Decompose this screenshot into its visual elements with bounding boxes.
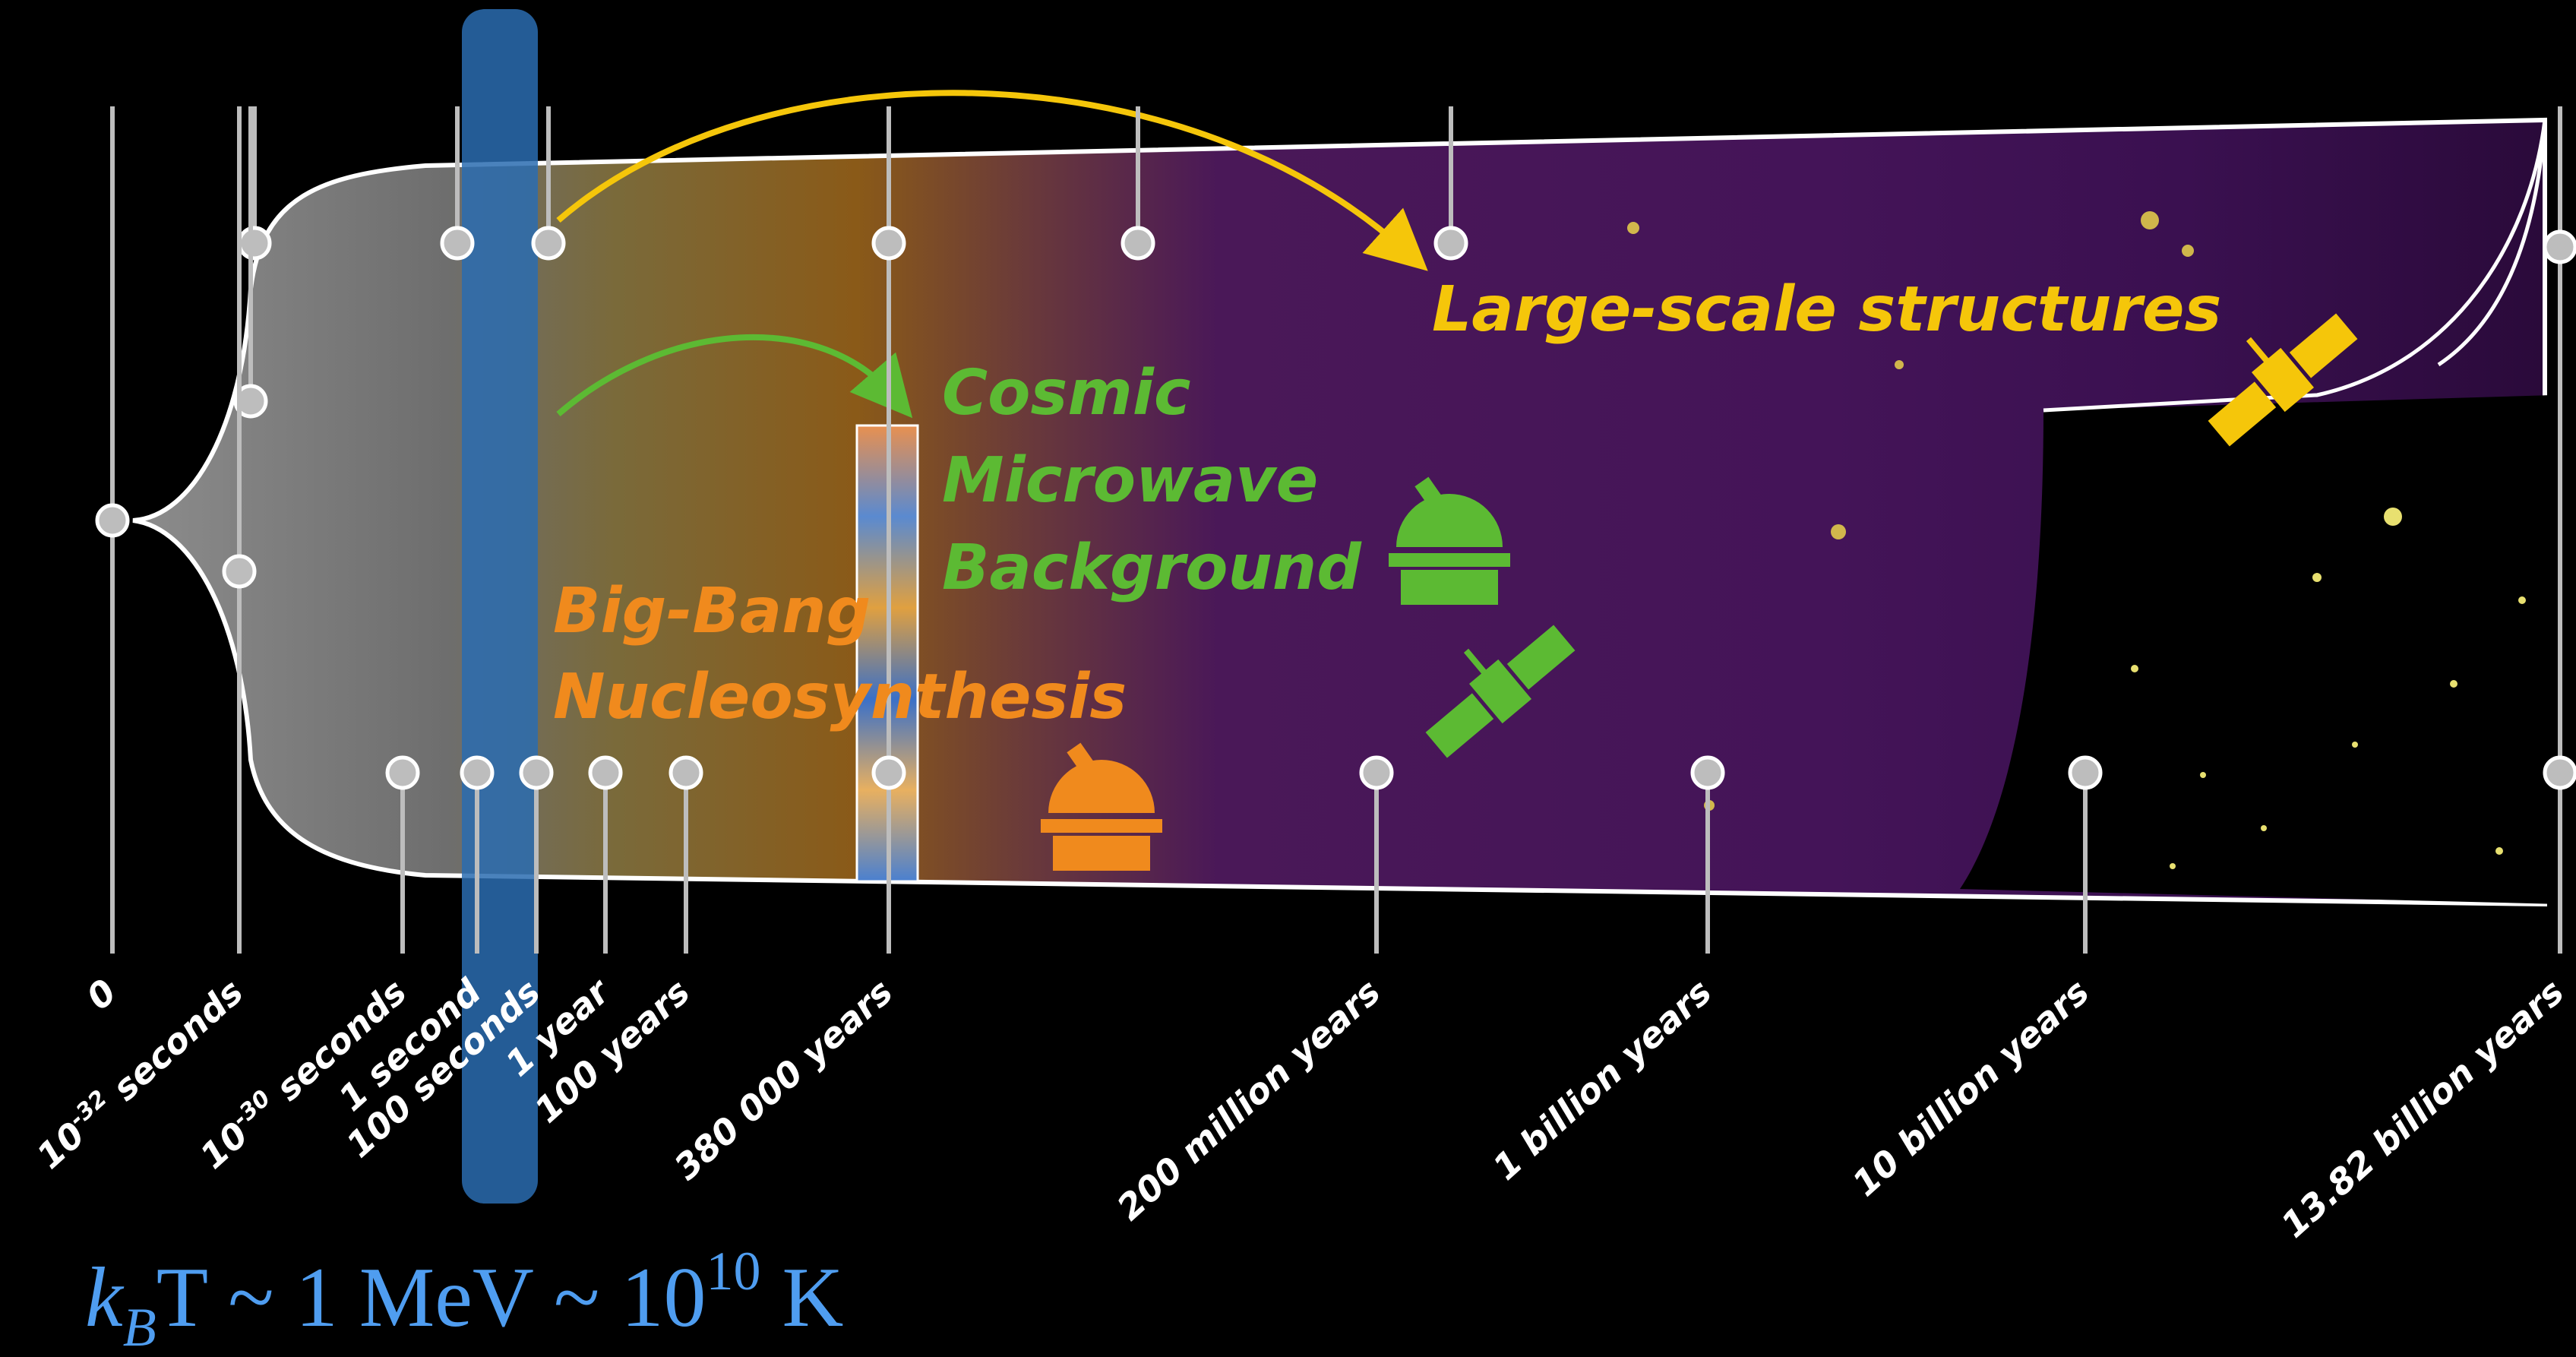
tick-pin [2543,229,2576,264]
formula-k: k [85,1251,125,1345]
formula-t: T ~ 1 MeV ~ 10 [156,1251,706,1345]
cmb-line-1: Cosmic [942,357,1190,429]
nucleosynthesis-band [462,9,538,1204]
tick-label: 200 million years [1109,971,1388,1228]
tick-pin [1359,755,1394,790]
tick-label: 380 000 years [666,971,900,1188]
upper-tick-pin [531,226,566,261]
lss-label: Large-scale structures [1432,274,2221,346]
tick-pin [2543,755,2576,790]
upper-tick-pin [1433,226,1468,261]
tick-label: 13.82 billion years [2273,971,2571,1245]
tick-pin [588,755,623,790]
upper-tick-pin [233,384,268,419]
temperature-formula: kBT ~ 1 MeV ~ 1010 K [85,1241,843,1357]
tick-pin [95,503,130,538]
tick-label: 10 billion years [1844,971,2097,1204]
tick-pin [668,755,703,790]
tick-pin [385,755,420,790]
tick-pin [222,554,257,589]
curled-page-edge [2043,119,2547,413]
formula-exp: 10 [706,1241,760,1302]
bbn-label: Big-Bang Nucleosynthesis [553,575,1127,733]
tick-pin [460,755,495,790]
bbn-line-2: Nucleosynthesis [553,661,1127,733]
upper-tick-pin [237,226,272,261]
telescope-dome-icon [1041,742,1162,871]
tick-label: 0 [78,971,124,1018]
satellite-icon [1425,625,1576,758]
cmb-line-2: Microwave [942,444,1318,517]
formula-unit: K [760,1251,843,1345]
tick-pin [2068,755,2103,790]
upper-tick-pin [1120,226,1155,261]
bbn-line-1: Big-Bang [553,575,871,647]
satellite-icon [2208,313,2358,447]
tick-pin [871,755,906,790]
cmb-line-3: Background [942,532,1362,604]
tick-pin [519,755,554,790]
tick-label: 1 billion years [1485,971,1720,1188]
cmb-label: Cosmic Microwave Background [942,357,1362,604]
cmb-arrow [556,334,913,419]
lss-arrow [556,90,1428,271]
tick-pin [1690,755,1725,790]
tick-pin [871,226,906,261]
telescope-dome-icon [1389,476,1510,605]
formula-sub: B [123,1297,156,1357]
upper-tick-pin [440,226,475,261]
dark-corner-region [1960,395,2560,904]
galaxy-specks [2131,508,2526,869]
